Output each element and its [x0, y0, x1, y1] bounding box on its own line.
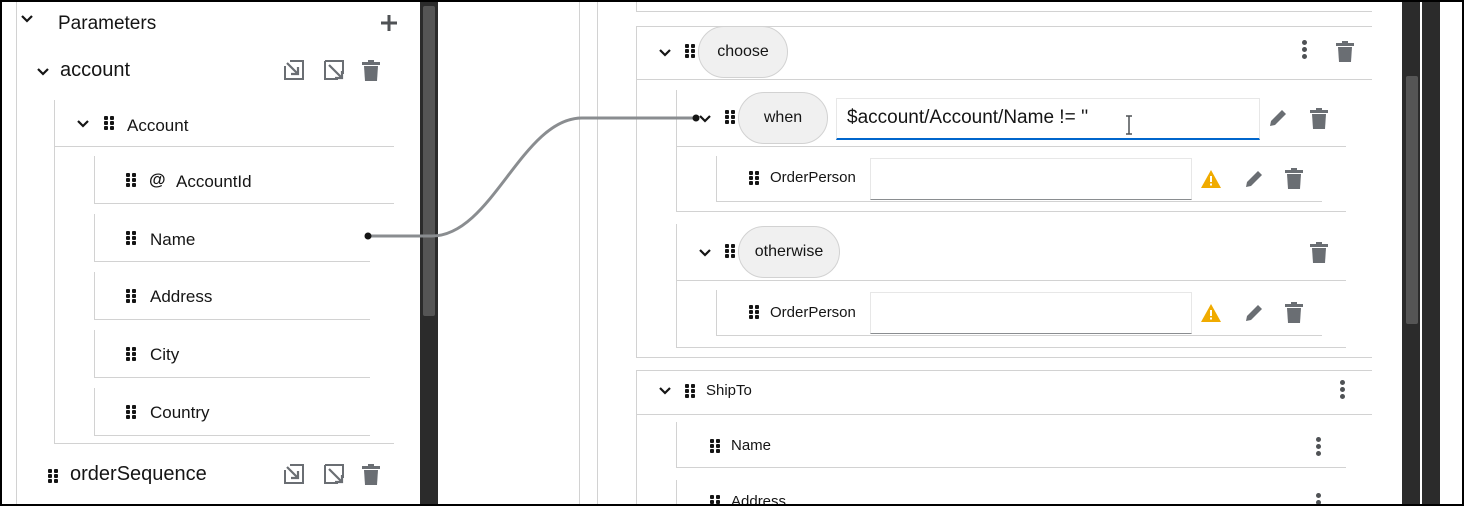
- trash-icon[interactable]: [1283, 166, 1305, 190]
- field-row[interactable]: [94, 330, 370, 378]
- previous-node: [636, 2, 1372, 12]
- grip-icon[interactable]: [685, 384, 695, 398]
- chevron-down-icon[interactable]: [36, 65, 50, 79]
- trash-icon[interactable]: [360, 462, 382, 486]
- field-row: [676, 422, 1346, 468]
- grip-icon[interactable]: [725, 244, 735, 258]
- trash-icon[interactable]: [1308, 106, 1330, 130]
- divider: [636, 414, 1372, 415]
- kebab-icon[interactable]: [1315, 437, 1321, 457]
- node-name-account: Account: [127, 116, 189, 135]
- field-row[interactable]: [94, 156, 394, 204]
- import-icon[interactable]: [282, 462, 306, 486]
- grip-icon[interactable]: [126, 405, 136, 419]
- pencil-icon[interactable]: [1242, 301, 1266, 325]
- kebab-icon[interactable]: [1315, 493, 1321, 504]
- parameters-panel: Parameters account Account @ AccountId: [2, 2, 420, 504]
- warning-icon: [1200, 302, 1222, 324]
- export-icon[interactable]: [322, 462, 346, 486]
- grip-icon[interactable]: [126, 173, 136, 187]
- grip-icon[interactable]: [48, 469, 58, 483]
- divider: [636, 79, 1372, 80]
- attribute-at-icon: @: [149, 170, 166, 189]
- trash-icon[interactable]: [1308, 240, 1330, 264]
- field-row[interactable]: [94, 272, 370, 320]
- field-name: Address: [150, 287, 213, 306]
- trash-icon[interactable]: [1283, 300, 1305, 324]
- grip-icon[interactable]: [685, 44, 695, 58]
- otherwise-label: otherwise: [738, 226, 840, 278]
- panel-border: [16, 2, 17, 504]
- grip-icon[interactable]: [749, 171, 759, 185]
- field-value-input[interactable]: [870, 158, 1192, 200]
- grip-icon[interactable]: [710, 439, 720, 453]
- field-value-input[interactable]: [870, 292, 1192, 334]
- field-name: OrderPerson: [770, 304, 856, 321]
- trash-icon[interactable]: [360, 58, 382, 82]
- trash-icon[interactable]: [1334, 39, 1356, 63]
- node-name-shipto: ShipTo: [706, 382, 752, 399]
- field-row: [676, 480, 1346, 504]
- chevron-down-icon[interactable]: [20, 12, 34, 26]
- pencil-icon[interactable]: [1266, 106, 1290, 130]
- field-name: Address: [731, 493, 787, 504]
- grip-icon[interactable]: [725, 110, 735, 124]
- grip-icon[interactable]: [126, 231, 136, 245]
- export-icon[interactable]: [322, 58, 346, 82]
- pencil-icon[interactable]: [1242, 167, 1266, 191]
- warning-icon: [1200, 168, 1222, 190]
- parameter-name-ordersequence: orderSequence: [70, 463, 207, 485]
- right-scrollbar-thumb[interactable]: [1406, 76, 1418, 324]
- plus-icon[interactable]: [378, 12, 400, 34]
- import-icon[interactable]: [282, 58, 306, 82]
- chevron-down-icon[interactable]: [698, 112, 712, 126]
- when-xpath-input[interactable]: $account/Account/Name != '': [836, 98, 1260, 140]
- parameters-title: Parameters: [58, 13, 157, 34]
- gutter: [580, 2, 598, 504]
- mapping-canvas: [438, 2, 580, 504]
- grip-icon[interactable]: [126, 289, 136, 303]
- field-name: AccountId: [176, 172, 252, 191]
- chevron-down-icon[interactable]: [698, 246, 712, 260]
- kebab-icon[interactable]: [1301, 40, 1307, 60]
- chevron-down-icon[interactable]: [658, 46, 672, 60]
- field-name: Country: [150, 403, 210, 422]
- field-name: OrderPerson: [770, 169, 856, 186]
- grip-icon[interactable]: [710, 495, 720, 504]
- parameter-name-account: account: [60, 59, 131, 81]
- divider: [54, 146, 394, 147]
- text-cursor-icon: [1122, 114, 1136, 136]
- divider: [676, 146, 1346, 147]
- field-row[interactable]: [94, 388, 370, 436]
- field-row[interactable]: [94, 214, 370, 262]
- grip-icon[interactable]: [104, 116, 114, 130]
- field-name: Name: [731, 437, 772, 454]
- choose-label: choose: [698, 26, 788, 78]
- left-scrollbar[interactable]: [423, 6, 435, 316]
- outer-scrollbar[interactable]: [1422, 2, 1440, 504]
- chevron-down-icon[interactable]: [76, 117, 90, 131]
- grip-icon[interactable]: [126, 347, 136, 361]
- chevron-down-icon[interactable]: [658, 384, 672, 398]
- kebab-icon[interactable]: [1339, 380, 1345, 400]
- when-label: when: [738, 92, 828, 144]
- divider: [676, 280, 1346, 281]
- field-name: Name: [150, 230, 196, 249]
- grip-icon[interactable]: [749, 305, 759, 319]
- field-name: City: [150, 345, 180, 364]
